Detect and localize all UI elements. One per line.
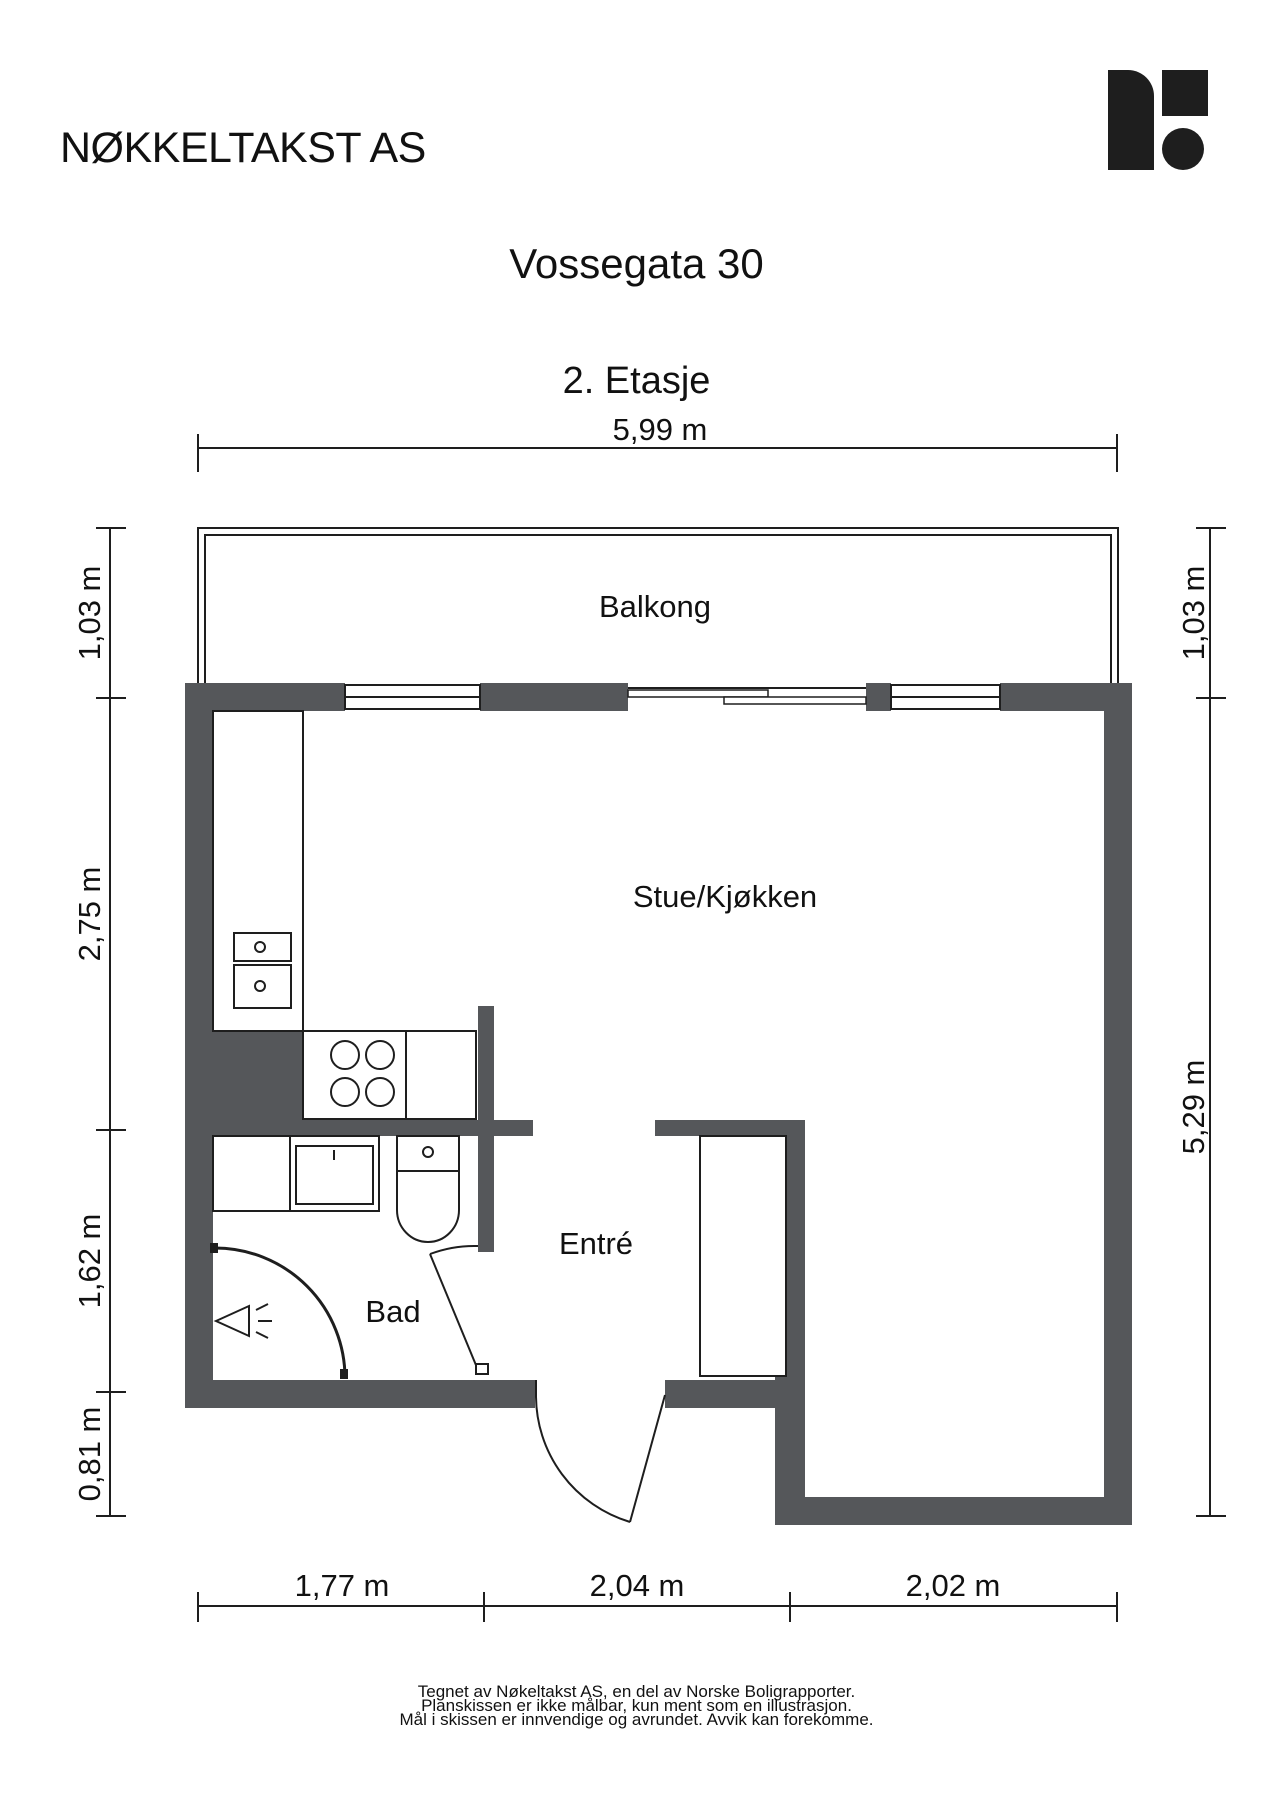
dim-right-1: 1,03 m xyxy=(1176,566,1211,661)
dim-bottom-1: 1,77 m xyxy=(295,1568,390,1603)
floor-label: 2. Etasje xyxy=(562,360,711,402)
kitchen xyxy=(212,710,477,1120)
dim-left-1: 1,03 m xyxy=(72,566,107,661)
bathroom xyxy=(210,1135,460,1379)
dim-left-3: 1,62 m xyxy=(72,1214,107,1309)
wardrobe xyxy=(699,1135,787,1377)
dim-left-2: 2,75 m xyxy=(72,867,107,962)
dim-bottom-2: 2,04 m xyxy=(590,1568,685,1603)
dim-bottom-3: 2,02 m xyxy=(906,1568,1001,1603)
room-label-bath: Bad xyxy=(365,1294,420,1329)
footer-line-3: Mål i skissen er innvendige og avrundet.… xyxy=(399,1710,874,1729)
dimension-lines xyxy=(96,434,1226,1622)
balcony-outline xyxy=(197,527,1119,689)
windows xyxy=(344,684,1001,710)
address-title: Vossegata 30 xyxy=(509,240,764,287)
entry-door xyxy=(534,1380,666,1523)
room-label-balcony: Balkong xyxy=(599,589,711,624)
bath-door xyxy=(429,1244,489,1375)
footer-line-1: Tegnet av Nøkeltakst AS, en del av Norsk… xyxy=(417,1682,856,1701)
noekkeltakst-logo-icon xyxy=(1108,70,1208,170)
balcony-sliding-door xyxy=(627,689,867,705)
room-label-entry: Entré xyxy=(559,1226,633,1261)
dim-top: 5,99 m xyxy=(613,412,708,447)
company-name: NØKKELTAKST AS xyxy=(60,124,426,172)
dim-right-2: 5,29 m xyxy=(1176,1060,1211,1155)
dim-left-4: 0,81 m xyxy=(72,1407,107,1502)
footer-disclaimer: Tegnet av Nøkeltakst AS, en del av Norsk… xyxy=(0,1682,1273,1729)
footer-line-2: Planskissen er ikke målbar, kun ment som… xyxy=(421,1696,852,1715)
room-label-living: Stue/Kjøkken xyxy=(633,879,817,914)
